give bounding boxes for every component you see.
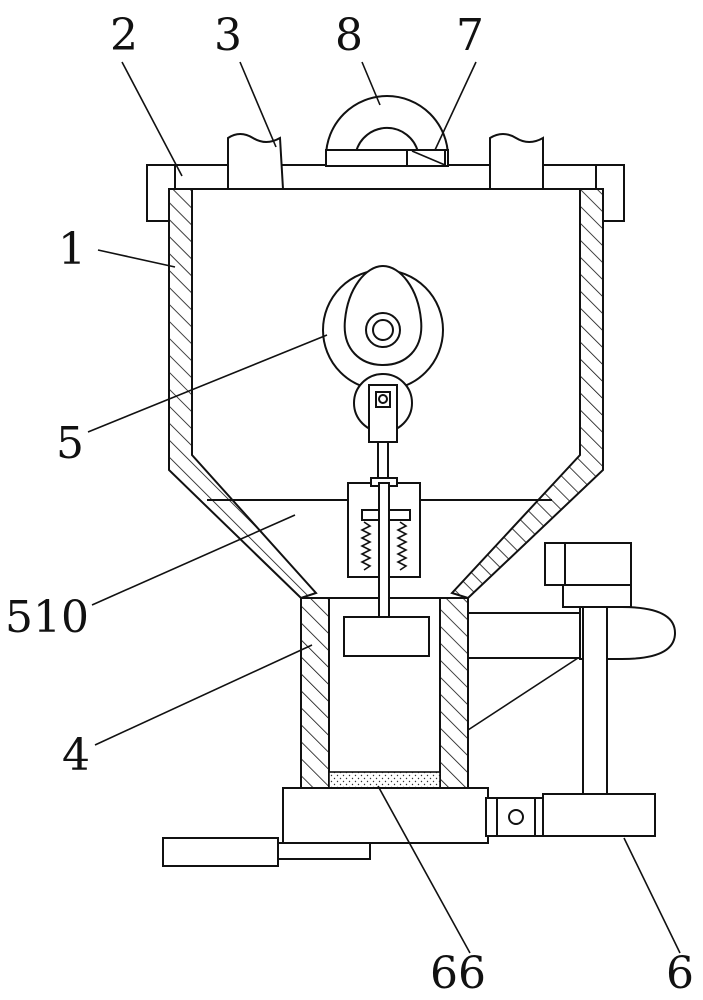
leader-lines: [87, 61, 681, 954]
feed-pipes: [227, 133, 544, 190]
top-handle: [324, 95, 450, 167]
label-5: 5: [56, 418, 84, 469]
base-assembly: [162, 787, 656, 867]
side-motor: [467, 542, 677, 796]
top-lid: [146, 164, 625, 222]
label-2: 2: [110, 10, 138, 61]
label-66: 66: [430, 948, 486, 999]
label-1: 1: [58, 224, 86, 275]
label-7: 7: [456, 10, 484, 61]
label-510: 510: [5, 592, 89, 643]
label-8: 8: [335, 10, 363, 61]
spring-housing: [347, 477, 421, 618]
cam-assembly: [322, 264, 444, 483]
label-4: 4: [62, 730, 90, 781]
filter-layer: [328, 771, 441, 789]
lower-tube: [300, 597, 469, 789]
label-6: 6: [666, 948, 694, 999]
label-3: 3: [214, 10, 242, 61]
